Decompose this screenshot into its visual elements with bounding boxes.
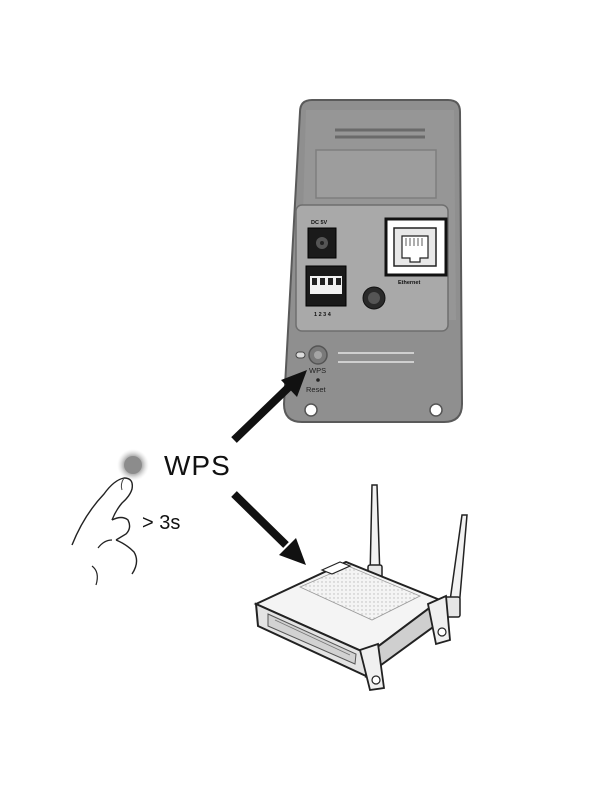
wireless-router [253,484,468,692]
camera-device: DC 5V Ethernet 1 2 3 4 WPS Reset [282,99,464,423]
dip-switch-numbers: 1 2 3 4 [314,312,332,318]
ethernet-label: Ethernet [398,280,420,286]
arrow-to-router [231,491,306,565]
wps-label: WPS [164,450,231,481]
reset-label: Reset [306,385,327,394]
status-led [295,351,306,359]
camera-wps-label: WPS [309,366,326,375]
arrow-to-camera [231,370,307,443]
hand-pressing-wps [71,449,149,586]
hold-duration-label: > 3s [142,512,180,534]
reset-button[interactable] [316,378,320,382]
power-label: DC 5V [311,220,328,226]
